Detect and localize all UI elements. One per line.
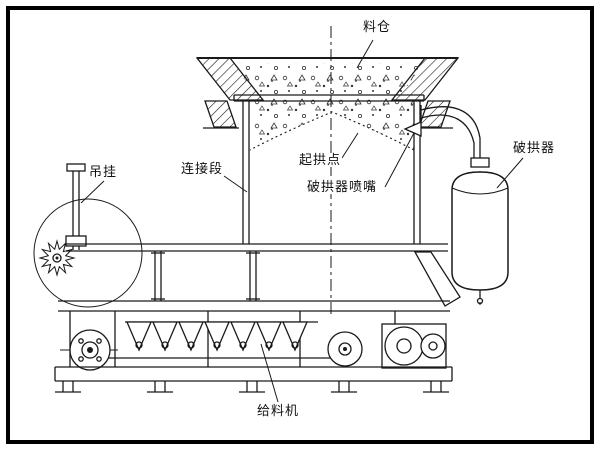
pulleys-and-drive [69,323,447,371]
label-connector: 连接段 [180,161,225,176]
leader-lines [80,39,524,403]
arch-breaker-tank [451,157,509,305]
label-breaker-nozzle: 破拱器喷嘴 [306,179,379,194]
label-silo: 料仓 [362,19,393,34]
silo-hopper [195,57,460,129]
material-fill [232,63,424,151]
diagram-canvas: 料仓 吊挂 连接段 起拱点 破拱器喷嘴 破拱器 给料机 [6,6,594,444]
base-frame [54,366,453,393]
label-hanger: 吊挂 [88,164,119,179]
technical-drawing [33,26,524,403]
suspension-hanger [33,163,143,308]
label-feeder: 给料机 [256,403,301,418]
feeder-flights [95,321,340,359]
label-arch-point: 起拱点 [298,152,343,167]
discharge-chute [413,251,461,307]
breaker-pipe [403,105,481,158]
nozzle-icon [403,121,422,137]
label-arch-breaker: 破拱器 [512,140,557,155]
feeder-frame [58,243,461,367]
